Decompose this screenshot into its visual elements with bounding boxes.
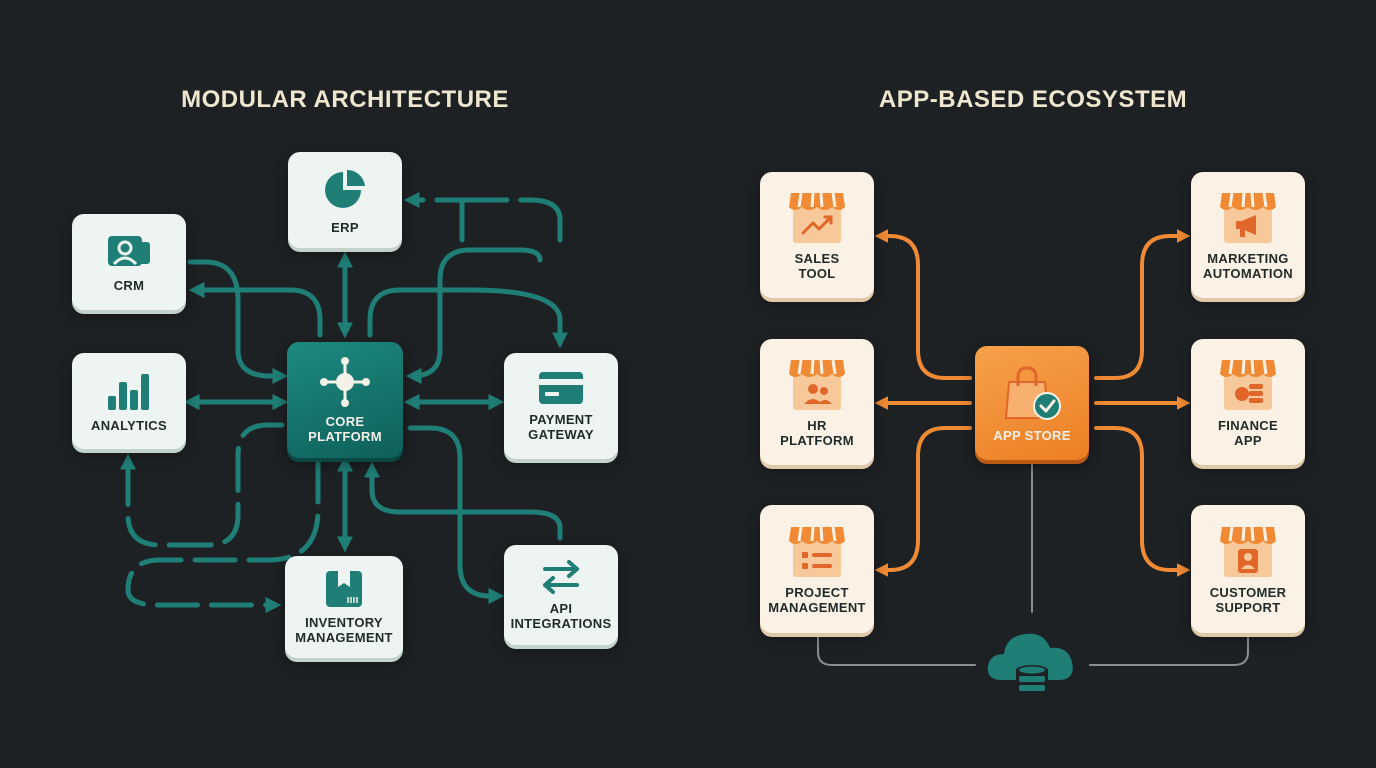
storefront-megaphone-icon <box>1220 192 1276 243</box>
module-erp-label: ERP <box>331 219 359 235</box>
edge-api-core <box>363 461 563 541</box>
app-project-management-label: PROJECT MANAGEMENT <box>768 585 866 615</box>
hub-icon <box>320 357 370 407</box>
credit-card-icon <box>539 372 583 404</box>
contact-card-icon <box>108 235 150 266</box>
module-inventory-management-label: INVENTORY MANAGEMENT <box>295 615 393 645</box>
app-customer-support[interactable]: CUSTOMER SUPPORT <box>1191 505 1305 633</box>
edge-support-cloud <box>1089 635 1249 666</box>
storefront-people-icon <box>789 359 845 410</box>
module-api-integrations[interactable]: API INTEGRATIONS <box>504 545 618 645</box>
storefront-list-icon <box>789 526 845 577</box>
module-analytics[interactable]: ANALYTICS <box>72 353 186 449</box>
module-analytics-label: ANALYTICS <box>91 417 167 433</box>
app-store[interactable]: APP STORE <box>975 346 1089 460</box>
edge-store-project <box>874 426 972 577</box>
edge-loop-analytics <box>119 422 285 548</box>
edge-loop-erp <box>403 191 563 243</box>
storefront-person-icon <box>1220 526 1276 577</box>
box-icon <box>326 571 362 607</box>
app-finance-app-label: FINANCE APP <box>1218 418 1278 448</box>
edge-store-support <box>1094 426 1191 577</box>
module-inventory-management[interactable]: INVENTORY MANAGEMENT <box>285 556 403 658</box>
module-payment-gateway[interactable]: PAYMENT GATEWAY <box>504 353 618 459</box>
module-crm-label: CRM <box>113 277 145 293</box>
core-platform-label: CORE PLATFORM <box>308 414 382 444</box>
module-api-integrations-label: API INTEGRATIONS <box>510 601 612 631</box>
storefront-coins-icon <box>1220 359 1276 410</box>
edge-store-marketing <box>1094 229 1191 380</box>
edge-payment-core-mid <box>405 247 543 384</box>
edge-loop-inventory <box>125 459 321 614</box>
bar-chart-icon <box>108 373 149 410</box>
app-sales-tool[interactable]: SALES TOOL <box>760 172 874 298</box>
app-customer-support-label: CUSTOMER SUPPORT <box>1209 585 1287 615</box>
app-hr-platform-label: HR PLATFORM <box>780 418 854 448</box>
edge-core-crm <box>188 281 323 338</box>
storefront-trend-icon <box>789 192 845 243</box>
app-sales-tool-label: SALES TOOL <box>794 251 840 281</box>
left-section-title: MODULAR ARCHITECTURE <box>181 86 509 113</box>
right-section-title: APP-BASED ECOSYSTEM <box>878 86 1188 113</box>
app-store-label: APP STORE <box>993 427 1071 443</box>
app-project-management[interactable]: PROJECT MANAGEMENT <box>760 505 874 633</box>
module-crm[interactable]: CRM <box>72 214 186 310</box>
app-marketing-automation-label: MARKETING AUTOMATION <box>1203 251 1293 281</box>
swap-arrows-icon <box>543 560 579 594</box>
edge-store-sales <box>874 229 972 380</box>
app-finance-app[interactable]: FINANCE APP <box>1191 339 1305 465</box>
app-marketing-automation[interactable]: MARKETING AUTOMATION <box>1191 172 1305 298</box>
pie-chart-icon <box>325 169 365 208</box>
module-erp[interactable]: ERP <box>288 152 402 248</box>
app-hr-platform[interactable]: HR PLATFORM <box>760 339 874 465</box>
edge-crm-core <box>187 259 289 385</box>
module-payment-gateway-label: PAYMENT GATEWAY <box>528 412 594 442</box>
edge-project-cloud <box>817 635 976 666</box>
core-platform[interactable]: CORE PLATFORM <box>287 342 403 458</box>
edge-core-payment-top <box>367 287 569 349</box>
cloud-database-icon <box>987 633 1073 698</box>
shopping-bag-check-icon <box>1004 365 1061 420</box>
